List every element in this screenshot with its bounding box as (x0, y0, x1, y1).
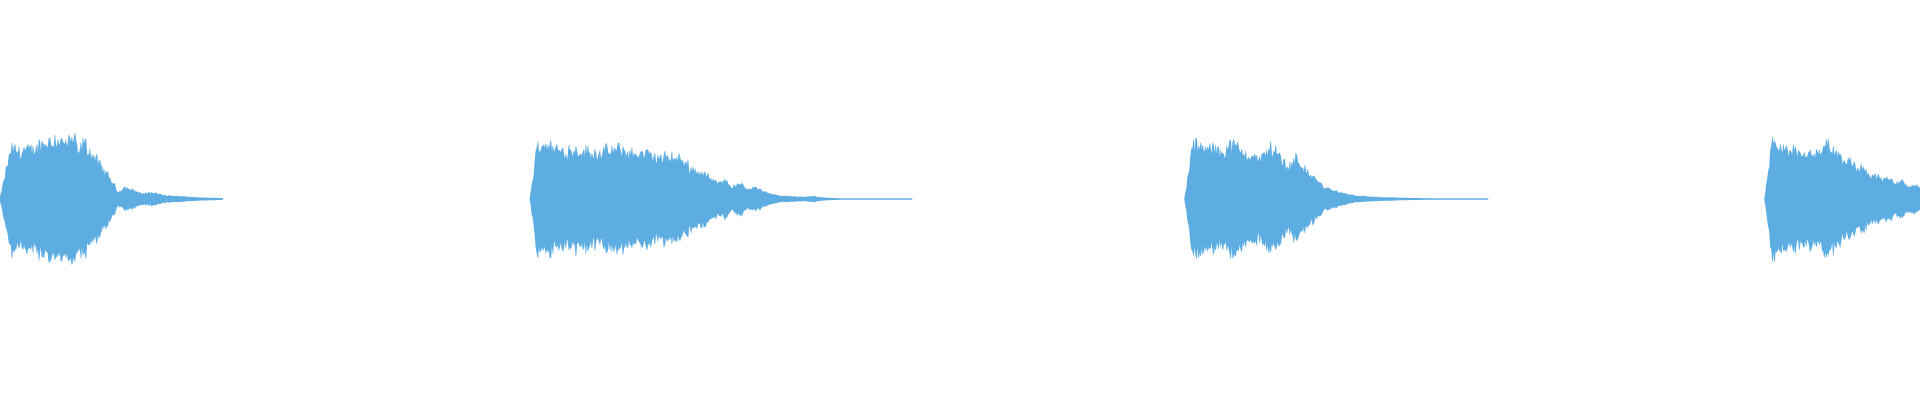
waveform-clip-4[interactable] (1764, 137, 1920, 262)
waveform-clip-1[interactable] (0, 132, 223, 265)
